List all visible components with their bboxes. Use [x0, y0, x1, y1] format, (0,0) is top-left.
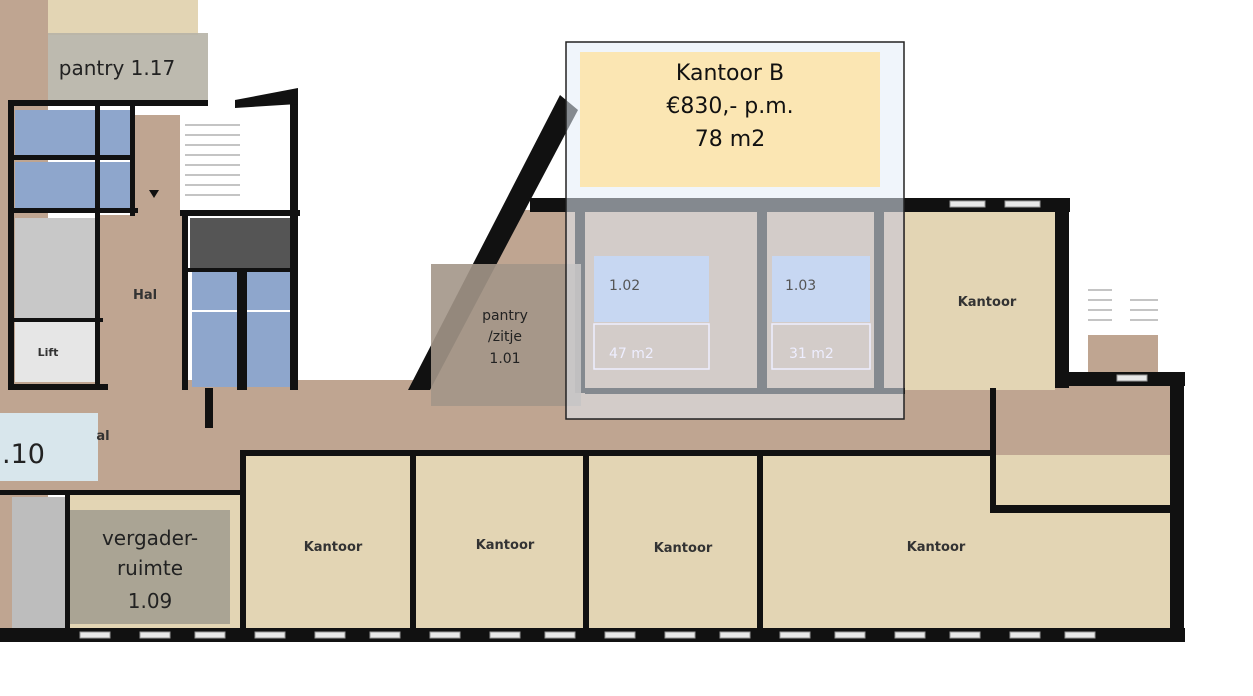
vergader-line3: 1.09	[128, 589, 173, 613]
stairwell	[180, 115, 285, 210]
kantoor-4-label: Kantoor	[907, 540, 966, 555]
stairs	[185, 124, 240, 196]
toilet-4	[100, 162, 130, 210]
vergader-box	[70, 510, 230, 624]
vergader-line2: ruimte	[117, 556, 183, 580]
kantoor-right-floor	[905, 210, 1055, 390]
pantry-117-label: pantry 1.17	[59, 56, 175, 80]
offer-price: €830,- p.m.	[666, 94, 793, 119]
pantry-101-line2: /zitje	[488, 329, 522, 345]
kantoor-2-floor	[415, 455, 585, 632]
kantoor-1-label: Kantoor	[304, 540, 363, 555]
toilet-5	[192, 272, 237, 310]
room-102-area-box	[593, 323, 710, 370]
toilet-8	[247, 312, 292, 387]
lift-shaft	[15, 322, 100, 382]
pantry-101-line3: 1.01	[489, 351, 520, 367]
stair-grey	[12, 497, 67, 629]
room-110-label: .10	[2, 439, 45, 470]
toilet-1	[15, 110, 95, 155]
room-103-area-box	[771, 323, 871, 370]
hal-left-label: al	[96, 429, 109, 444]
toilet-7	[192, 312, 237, 387]
shaft-dark	[190, 218, 290, 268]
toilet-2	[100, 110, 130, 155]
kantoor-4-floor	[763, 455, 1173, 632]
kantoor-2-label: Kantoor	[476, 538, 535, 553]
room-103-id: 1.03	[785, 278, 816, 294]
room-102-area: 47 m2	[609, 346, 654, 362]
lift-label: Lift	[38, 346, 59, 359]
room-102-box	[594, 256, 709, 322]
pantry-101-line1: pantry	[482, 308, 528, 324]
vergader-line1: vergader-	[102, 526, 198, 550]
hal-floor	[100, 215, 185, 385]
offer-name: Kantoor B	[676, 61, 784, 86]
balcony-floor	[1088, 335, 1158, 375]
kantoor-1-floor	[245, 455, 413, 632]
offer-area: 78 m2	[695, 127, 765, 152]
windows	[79, 200, 1148, 639]
kantoor-b-outline	[565, 41, 905, 420]
toilet-6	[247, 272, 292, 310]
arrow-down-icon	[149, 190, 159, 198]
pantry-117-box	[48, 33, 208, 100]
pantry-101-box	[431, 264, 581, 406]
kantoor-3-floor	[588, 455, 760, 632]
room-103-box	[772, 256, 870, 322]
hal-upper-floor	[135, 115, 180, 215]
room-102-id: 1.02	[609, 278, 640, 294]
top-room-floor	[48, 0, 198, 35]
kantoor-3-label: Kantoor	[654, 541, 713, 556]
room-110-label-bg	[0, 413, 98, 481]
room-103-area: 31 m2	[789, 346, 834, 362]
toilet-3	[15, 162, 95, 210]
hal-label: Hal	[133, 288, 157, 303]
kantoor-b-info-bg	[580, 52, 880, 187]
balcony-stairs	[1088, 289, 1158, 321]
kantoor-right-label: Kantoor	[958, 295, 1017, 310]
storage-room	[15, 218, 100, 318]
